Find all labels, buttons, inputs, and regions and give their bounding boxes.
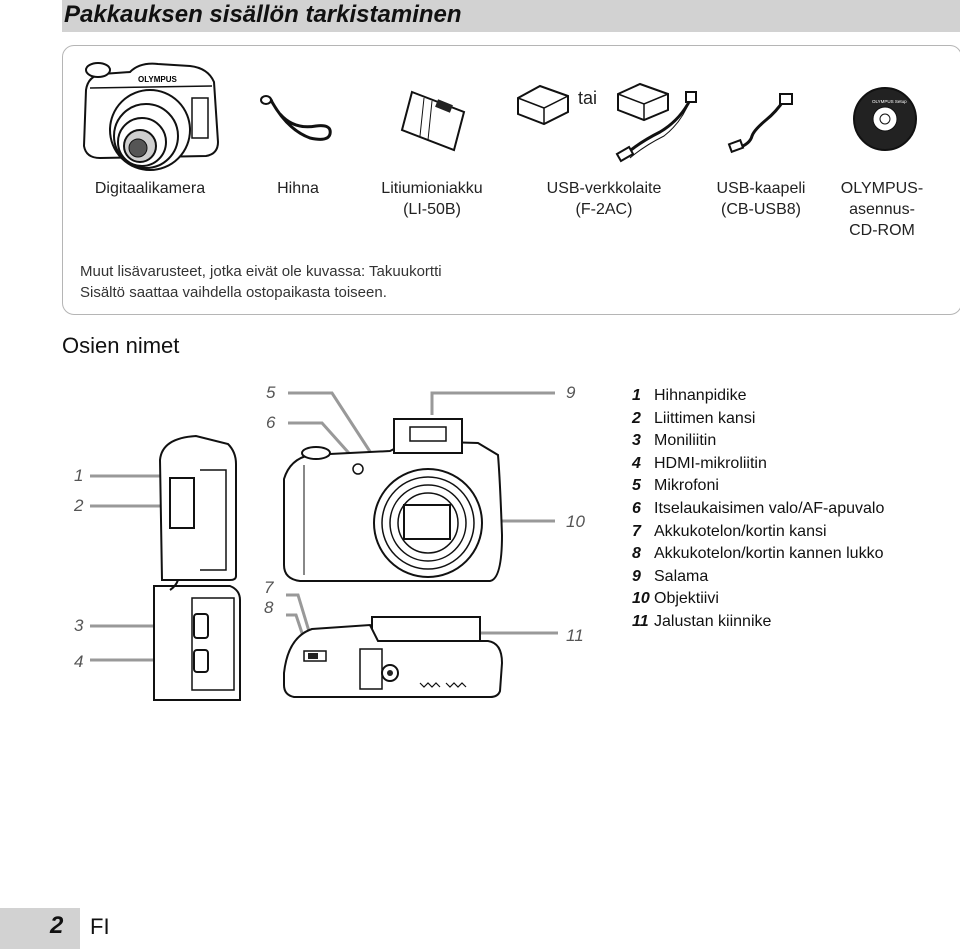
cd-label-text: OLYMPUS Setup: [872, 99, 907, 104]
item-caption-battery: Litiumioniakku (LI-50B): [362, 178, 502, 220]
part-number: 9: [632, 567, 641, 585]
callout-2: 2: [74, 496, 84, 515]
item-name: Hihna: [277, 180, 319, 197]
item-code: asennus-: [849, 201, 915, 218]
item-code: (F-2AC): [575, 201, 633, 218]
note-line-1: Muut lisävarusteet, jotka eivät ole kuva…: [80, 263, 442, 280]
title-bar: [62, 0, 960, 32]
callout-6: 6: [266, 413, 276, 432]
contents-box: [62, 45, 960, 315]
item-name: Litiumioniakku: [381, 180, 483, 197]
item-name: Digitaalikamera: [94, 180, 206, 197]
part-label: Jalustan kiinnike: [654, 612, 772, 630]
part-number: 6: [632, 499, 641, 517]
part-number: 8: [632, 545, 641, 563]
part-label: Salama: [654, 567, 709, 585]
item-code: (LI-50B): [403, 201, 461, 218]
callout-5: 5: [266, 383, 276, 402]
part-number: 2: [632, 409, 641, 427]
part-label: Akkukotelon/kortin kansi: [654, 522, 827, 540]
list-item: 3 Moniliitin: [632, 430, 884, 453]
page-number: 2: [50, 912, 64, 939]
list-item: 7 Akkukotelon/kortin kansi: [632, 521, 884, 544]
camera-bottom-view: [283, 593, 558, 698]
list-item: 4 HDMI-mikroliitin: [632, 453, 884, 476]
list-item: 2 Liittimen kansi: [632, 408, 884, 431]
strap-illustration: [260, 95, 332, 141]
note-line-2: Sisältö saattaa vaihdella ostopaikasta t…: [80, 284, 387, 301]
item-code: (CB-USB8): [720, 201, 801, 218]
parts-list: 1 Hihnanpidike 2 Liittimen kansi 3 Moniliit…: [632, 385, 884, 634]
callout-11: 11: [566, 626, 584, 645]
part-label: Akkukotelon/kortin kannen lukko: [654, 545, 884, 563]
usb-adapter-illustration-2: [615, 82, 697, 163]
item-name: OLYMPUS-: [840, 180, 924, 197]
callout-8: 8: [264, 598, 274, 617]
part-label: Liittimen kansi: [654, 409, 756, 427]
part-number: 1: [632, 387, 641, 404]
camera-side-view: [90, 434, 241, 701]
item-caption-usb-adapter: USB-verkkolaite (F-2AC): [530, 178, 678, 220]
page-number-block: [0, 908, 80, 949]
callout-9: 9: [566, 383, 576, 402]
part-label: Hihnanpidike: [654, 387, 747, 404]
item-name: USB-kaapeli: [716, 180, 806, 197]
callout-3: 3: [74, 616, 84, 635]
page-title: Pakkauksen sisällön tarkistaminen: [64, 1, 462, 28]
language-code: FI: [90, 914, 110, 939]
part-number: 10: [632, 590, 650, 608]
callout-7: 7: [264, 578, 274, 597]
item-name: USB-verkkolaite: [546, 180, 662, 197]
part-number: 3: [632, 432, 641, 450]
camera-illustration: OLYMPUS: [82, 62, 220, 171]
part-number: 7: [632, 522, 641, 540]
part-number: 11: [632, 612, 649, 630]
callout-1: 1: [74, 466, 84, 485]
list-item: 11 Jalustan kiinnike: [632, 611, 884, 634]
part-label: Mikrofoni: [654, 477, 719, 495]
item-caption-usb-cable: USB-kaapeli (CB-USB8): [698, 178, 824, 220]
list-item: 8 Akkukotelon/kortin kannen lukko: [632, 543, 884, 566]
callout-10: 10: [566, 512, 585, 531]
part-label: Moniliitin: [654, 432, 717, 450]
callout-4: 4: [74, 652, 84, 671]
battery-illustration: [400, 90, 466, 152]
camera-brand-text: OLYMPUS: [138, 75, 177, 84]
item-caption-camera: Digitaalikamera: [82, 178, 218, 199]
usb-adapter-illustration-1: [517, 84, 569, 126]
part-label: Itselaukaisimen valo/AF-apuvalo: [654, 499, 885, 517]
or-label: tai: [578, 88, 598, 108]
item-code-2: CD-ROM: [849, 222, 915, 239]
section-title: Osien nimet: [62, 333, 180, 358]
list-item: 6 Itselaukaisimen valo/AF-apuvalo: [632, 498, 884, 521]
item-caption-strap: Hihna: [262, 178, 334, 199]
item-caption-cd-rom: OLYMPUS- asennus- CD-ROM: [820, 178, 944, 241]
list-item: 1 Hihnanpidike: [632, 385, 884, 408]
camera-front-view: [283, 391, 555, 582]
list-item: 9 Salama: [632, 566, 884, 589]
part-label: HDMI-mikroliitin: [654, 454, 767, 472]
usb-cable-illustration: [727, 93, 793, 154]
cd-rom-illustration: OLYMPUS Setup: [853, 87, 917, 151]
part-number: 4: [632, 454, 641, 472]
part-number: 5: [632, 477, 641, 495]
part-label: Objektiivi: [654, 590, 719, 608]
list-item: 5 Mikrofoni: [632, 475, 884, 498]
